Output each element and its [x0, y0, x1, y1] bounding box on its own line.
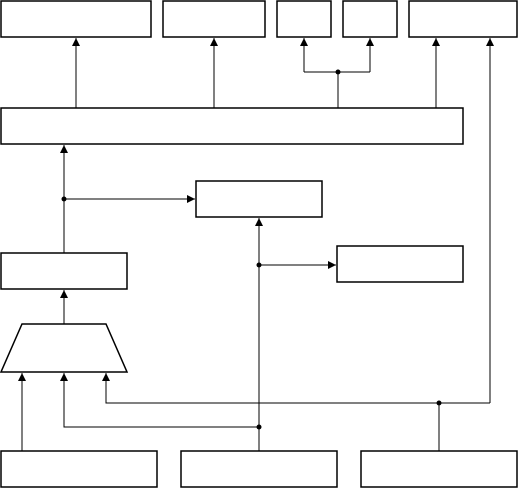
wire-bottom-2-to-mux-mid	[60, 373, 259, 428]
junction-dot-left-tap	[61, 196, 67, 202]
junction-dot-mid-tap	[256, 262, 262, 268]
side-box	[336, 245, 464, 283]
bus-bar	[0, 107, 464, 145]
junction-dot-bottom-2	[256, 424, 262, 430]
bottom-box-3	[360, 450, 518, 488]
wire-right-feed-to-mux	[102, 373, 490, 404]
mid-right-box	[195, 180, 323, 218]
top-box-5	[408, 0, 518, 38]
bottom-box-2	[180, 450, 338, 488]
junction-dot-bottom-3	[436, 400, 442, 406]
top-box-1	[0, 0, 152, 38]
left-register	[0, 252, 128, 290]
bottom-box-1	[0, 450, 158, 488]
mux-trapezoid	[0, 323, 129, 373]
top-box-2	[162, 0, 266, 38]
junction-dot-split	[335, 69, 341, 75]
top-box-4	[342, 0, 398, 38]
top-box-3	[276, 0, 332, 38]
